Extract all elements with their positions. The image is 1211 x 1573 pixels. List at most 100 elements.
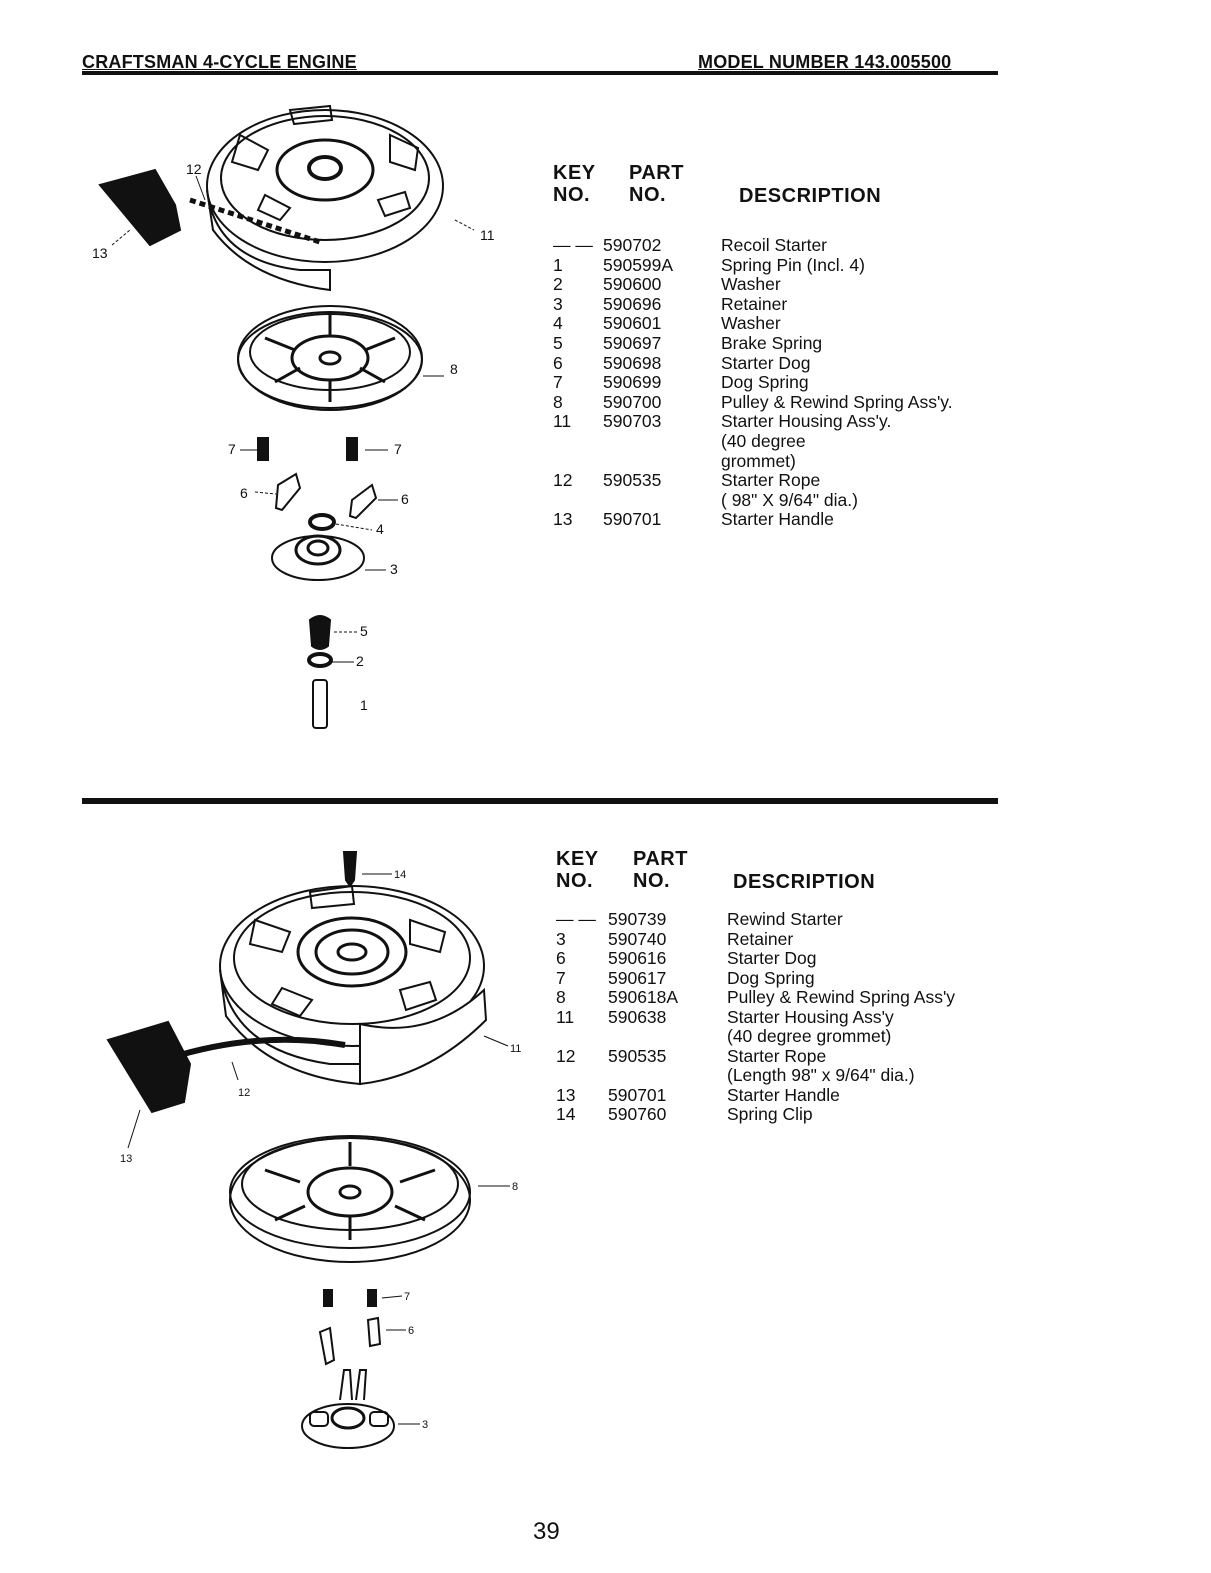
part-number: 590616 xyxy=(608,948,667,968)
part-description: Dog Spring xyxy=(721,373,809,393)
part-number: 590697 xyxy=(603,333,662,353)
key-header-line1: KEY xyxy=(556,848,599,870)
part-description: Starter Handle xyxy=(721,510,834,530)
callout-6: 6 xyxy=(408,1325,414,1337)
key-number: 2 xyxy=(553,274,563,295)
starter-housing xyxy=(206,109,444,263)
callout-13: 13 xyxy=(92,245,108,261)
description-line: Dog Spring xyxy=(721,372,809,393)
description-line: (Length 98" x 9/64" dia.) xyxy=(727,1065,915,1086)
callout-3: 3 xyxy=(422,1419,428,1431)
description-header: DESCRIPTION xyxy=(739,185,882,207)
description-line: Starter Handle xyxy=(727,1084,840,1105)
description-line: Recoil Starter xyxy=(721,235,828,255)
description-line: Spring Clip xyxy=(727,1104,813,1124)
key-number: 11 xyxy=(556,1006,575,1027)
callout-8: 8 xyxy=(450,361,458,377)
key-number: 11 xyxy=(553,411,572,432)
key-number: 4 xyxy=(553,313,563,334)
part-number: 590701 xyxy=(608,1084,667,1105)
key-number: 7 xyxy=(553,372,563,393)
description-line: (40 degree xyxy=(721,430,806,451)
retainer xyxy=(301,1403,395,1449)
callout-7-left: 7 xyxy=(228,441,236,457)
callout-13: 13 xyxy=(120,1153,132,1165)
part-description: Pulley & Rewind Spring Ass'y xyxy=(727,987,956,1008)
part-description: Starter Dog xyxy=(727,948,817,969)
callout-6-right: 6 xyxy=(401,491,409,507)
description-line: Starter Dog xyxy=(721,352,811,373)
part-number: 590600 xyxy=(603,274,662,295)
key-number: 8 xyxy=(556,987,566,1007)
key-number: 5 xyxy=(553,333,563,353)
callout-4: 4 xyxy=(376,521,384,537)
recoil-starter-diagram: 12 13 11 8 7 7 6 6 4 3 5 2 1 xyxy=(92,104,495,729)
part-description: Retainer xyxy=(721,294,787,315)
part-description: Starter Housing Ass'y(40 degree grommet) xyxy=(727,1007,894,1047)
key-number: 6 xyxy=(556,948,566,968)
description-line: Pulley & Rewind Spring Ass'y xyxy=(727,987,956,1007)
part-number: 590601 xyxy=(603,313,662,334)
callout-6-left: 6 xyxy=(240,485,248,501)
retainer xyxy=(271,535,365,581)
part-description: Retainer xyxy=(727,929,793,950)
key-header-line2: NO. xyxy=(553,184,591,206)
document-title: CRAFTSMAN 4-CYCLE ENGINE xyxy=(82,52,357,72)
part-description: Brake Spring xyxy=(721,333,823,354)
description-line: Brake Spring xyxy=(721,333,823,353)
part-number: 590703 xyxy=(603,411,662,432)
part-description: Pulley & Rewind Spring Ass'y. xyxy=(721,392,953,413)
part-description: Recoil Starter xyxy=(721,235,828,256)
callout-11: 11 xyxy=(510,1043,521,1055)
part-number: 590699 xyxy=(603,372,662,393)
key-header-line2: NO. xyxy=(556,870,594,892)
part-header-line2: NO. xyxy=(629,184,667,206)
part-description: Washer xyxy=(721,314,781,334)
callout-5: 5 xyxy=(360,623,368,639)
description-header: DESCRIPTION xyxy=(733,871,876,893)
key-number: 3 xyxy=(556,928,566,949)
callout-12: 12 xyxy=(238,1087,250,1099)
part-description: Rewind Starter xyxy=(727,909,843,930)
key-number: 8 xyxy=(553,391,563,412)
key-number: 3 xyxy=(553,293,563,314)
key-number: 12 xyxy=(556,1045,576,1066)
key-number: 12 xyxy=(553,470,573,491)
callout-3: 3 xyxy=(390,561,398,577)
part-number: 590599A xyxy=(603,254,674,275)
description-line: ( 98" X 9/64" dia.) xyxy=(721,489,858,510)
section-divider xyxy=(82,798,998,804)
part-number: 590535 xyxy=(608,1045,667,1066)
part-number: 590638 xyxy=(608,1006,667,1027)
description-line: Starter Dog xyxy=(727,948,817,968)
part-number: 590698 xyxy=(603,352,662,373)
callout-11: 11 xyxy=(480,227,495,243)
part-number: 590696 xyxy=(603,293,662,314)
key-number: 1 xyxy=(553,254,563,275)
part-number: 590740 xyxy=(608,928,667,949)
key-number: 13 xyxy=(556,1084,576,1105)
part-description: Starter Handle xyxy=(727,1084,840,1106)
description-line: Starter Housing Ass'y. xyxy=(721,411,892,432)
part-description: Starter Rope( 98" X 9/64" dia.) xyxy=(721,471,858,510)
description-line: Starter Rope xyxy=(727,1045,827,1066)
part-description: Spring Pin (Incl. 4) xyxy=(721,255,865,276)
part-number: 590701 xyxy=(603,509,662,530)
callout-12: 12 xyxy=(186,161,202,177)
part-number: 590739 xyxy=(608,909,667,929)
description-line: Washer xyxy=(721,313,781,334)
callout-1: 1 xyxy=(360,697,368,713)
part-description: Starter Rope(Length 98" x 9/64" dia.) xyxy=(727,1045,915,1086)
part-number: 590702 xyxy=(603,235,662,255)
part-description: Starter Dog xyxy=(721,352,811,374)
description-line: Rewind Starter xyxy=(727,909,843,929)
part-header-line1: PART xyxy=(629,162,684,184)
page-number: 39 xyxy=(533,1518,560,1545)
part-header-line2: NO. xyxy=(633,870,671,892)
description-line: grommet) xyxy=(721,450,796,471)
part-number: 590535 xyxy=(603,470,662,491)
model-number: MODEL NUMBER 143.005500 xyxy=(698,52,952,72)
